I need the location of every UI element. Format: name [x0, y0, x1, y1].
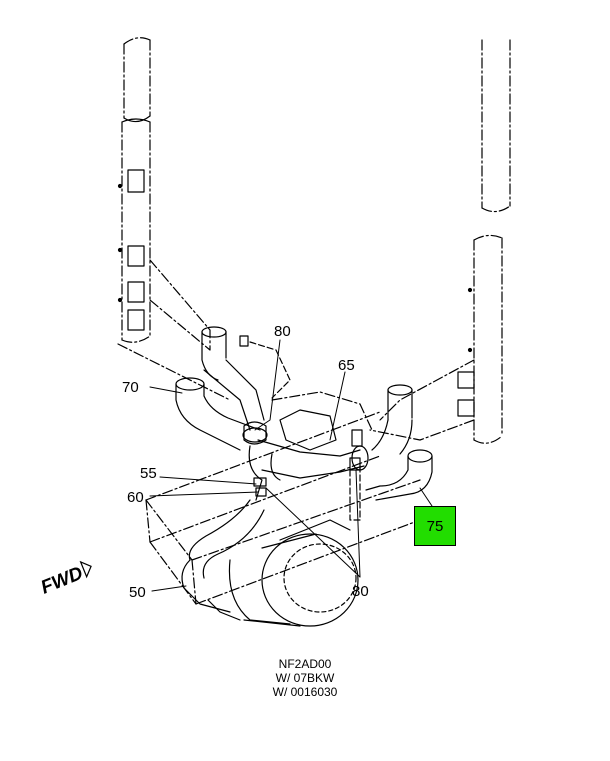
fwd-label: FWD [38, 563, 86, 599]
muffler-assembly [181, 499, 359, 627]
callout-60: 60 [127, 489, 144, 506]
caption-line-2: W/ 07BKW [275, 671, 335, 685]
left-elbow-pipe [175, 326, 268, 451]
callout-80-top: 80 [274, 323, 291, 340]
callout-50: 50 [129, 584, 146, 601]
right-stack-pipe [369, 39, 511, 444]
caption-line-1: NF2AD00 [278, 657, 332, 671]
callout-80-bottom: 80 [352, 583, 369, 600]
callout-75: 75 [426, 517, 444, 535]
leader-lines [149, 339, 433, 592]
caption-line-3: W/ 0016030 [272, 685, 338, 699]
left-stack-pipe [117, 37, 231, 401]
fwd-arrow-icon [79, 560, 92, 579]
right-elbow-pipe [365, 384, 433, 501]
callout-65: 65 [338, 357, 355, 374]
callout-70: 70 [122, 379, 139, 396]
callout-75-highlight[interactable]: 75 [414, 506, 456, 546]
frame-rail [145, 411, 421, 605]
fwd-indicator: FWD [38, 560, 92, 599]
callout-55: 55 [140, 465, 157, 482]
